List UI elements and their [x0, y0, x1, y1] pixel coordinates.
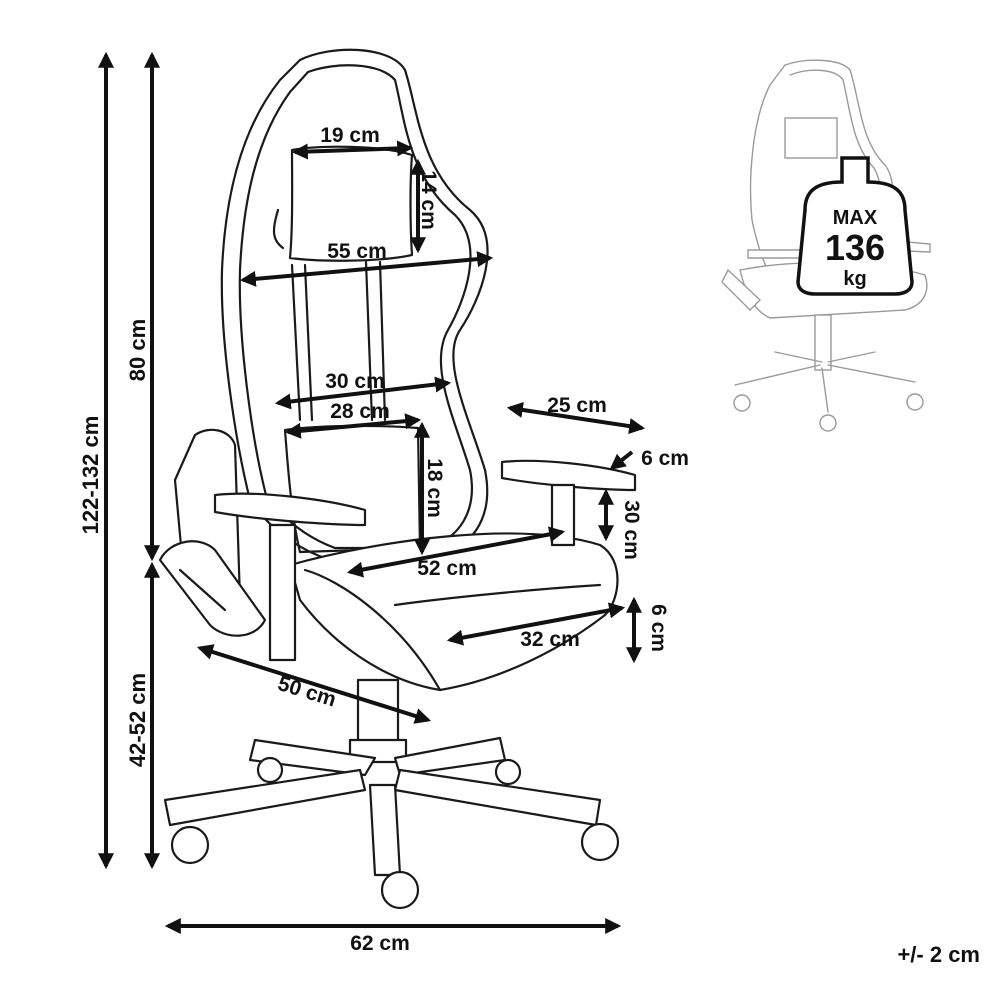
label-total-height: 122-132 cm — [78, 416, 103, 535]
label-pillow-width: 19 cm — [320, 124, 380, 147]
arrow-seat-width — [446, 602, 626, 646]
arrow-seat-diagonal — [196, 644, 432, 724]
arrow-seat-depth — [346, 526, 566, 578]
label-seat-diagonal: 50 cm — [275, 672, 339, 711]
arrow-pillow-width — [291, 140, 414, 160]
label-back-width: 30 cm — [325, 370, 385, 393]
dimension-labels: 19 cm 14 cm 55 cm 30 cm 28 cm 18 cm 122-… — [78, 124, 689, 955]
arrow-shoulder-width — [239, 251, 494, 287]
arrow-back-width — [274, 376, 452, 410]
label-armrest-width: 6 cm — [641, 447, 689, 470]
label-armrest-height: 30 cm — [620, 500, 643, 560]
arrow-armrest-length — [506, 402, 646, 434]
label-backrest-height: 80 cm — [125, 319, 150, 381]
label-lumbar-height: 18 cm — [423, 458, 446, 518]
arrow-armrest-width — [609, 450, 634, 470]
label-seat-thickness: 6 cm — [647, 604, 670, 652]
arrow-lumbar-width — [284, 413, 422, 439]
weight-icon — [796, 156, 914, 296]
tolerance-note: +/- 2 cm — [897, 942, 980, 967]
weight-badge: MAX 136 kg — [796, 156, 914, 296]
weight-value: 136 — [825, 227, 885, 268]
label-base-width: 62 cm — [350, 932, 410, 955]
dimension-arrows — [98, 51, 646, 934]
weight-label-max: MAX — [833, 207, 878, 229]
label-seat-height: 42-52 cm — [125, 673, 150, 767]
weight-unit: kg — [843, 268, 866, 290]
label-pillow-height: 14 cm — [417, 170, 440, 230]
label-seat-depth: 52 cm — [417, 557, 477, 580]
label-shoulder-width: 55 cm — [327, 240, 387, 263]
label-seat-width: 32 cm — [520, 628, 580, 651]
label-lumbar-width: 28 cm — [330, 400, 390, 423]
label-armrest-length: 25 cm — [547, 394, 607, 417]
chair-illustration — [158, 48, 637, 910]
